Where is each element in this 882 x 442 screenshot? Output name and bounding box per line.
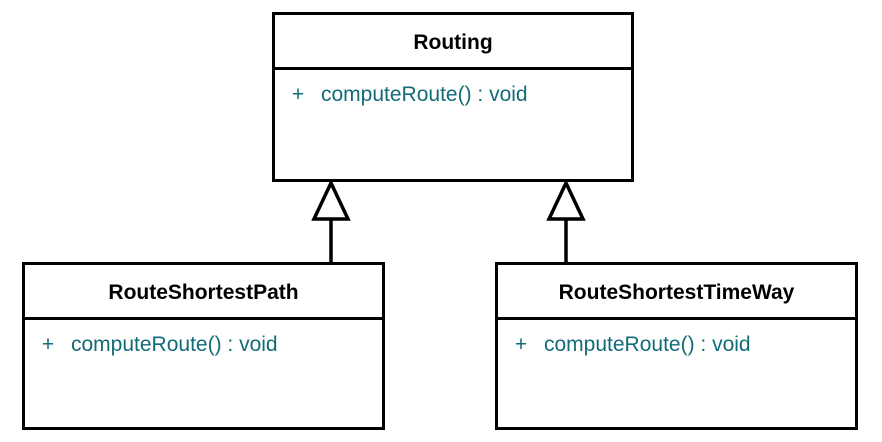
generalization-route-shortest-time-way-to-routing[interactable] <box>542 178 590 263</box>
uml-member-row[interactable]: + computeRoute() : void <box>25 330 382 360</box>
uml-member-signature: computeRoute() : void <box>544 333 751 356</box>
generalization-arrowhead-icon <box>546 178 586 221</box>
uml-members-routing: + computeRoute() : void <box>275 70 631 179</box>
uml-member-signature: computeRoute() : void <box>71 333 278 356</box>
generalization-arrowhead-icon <box>311 178 351 221</box>
uml-members-route-shortest-time-way: + computeRoute() : void <box>498 320 855 427</box>
uml-member-visibility: + <box>514 333 528 356</box>
uml-member-visibility: + <box>41 333 55 356</box>
uml-members-route-shortest-path: + computeRoute() : void <box>25 320 382 427</box>
uml-member-signature: computeRoute() : void <box>321 83 528 106</box>
generalization-route-shortest-path-to-routing[interactable] <box>307 178 355 263</box>
uml-member-row[interactable]: + computeRoute() : void <box>275 80 631 110</box>
uml-member-visibility: + <box>291 83 305 106</box>
uml-class-route-shortest-time-way[interactable]: RouteShortestTimeWay + computeRoute() : … <box>495 262 858 430</box>
uml-class-routing[interactable]: Routing + computeRoute() : void <box>272 12 634 182</box>
uml-class-name-route-shortest-time-way: RouteShortestTimeWay <box>498 265 855 320</box>
uml-class-route-shortest-path[interactable]: RouteShortestPath + computeRoute() : voi… <box>22 262 385 430</box>
uml-class-name-routing: Routing <box>275 15 631 70</box>
uml-class-name-route-shortest-path: RouteShortestPath <box>25 265 382 320</box>
uml-member-row[interactable]: + computeRoute() : void <box>498 330 855 360</box>
